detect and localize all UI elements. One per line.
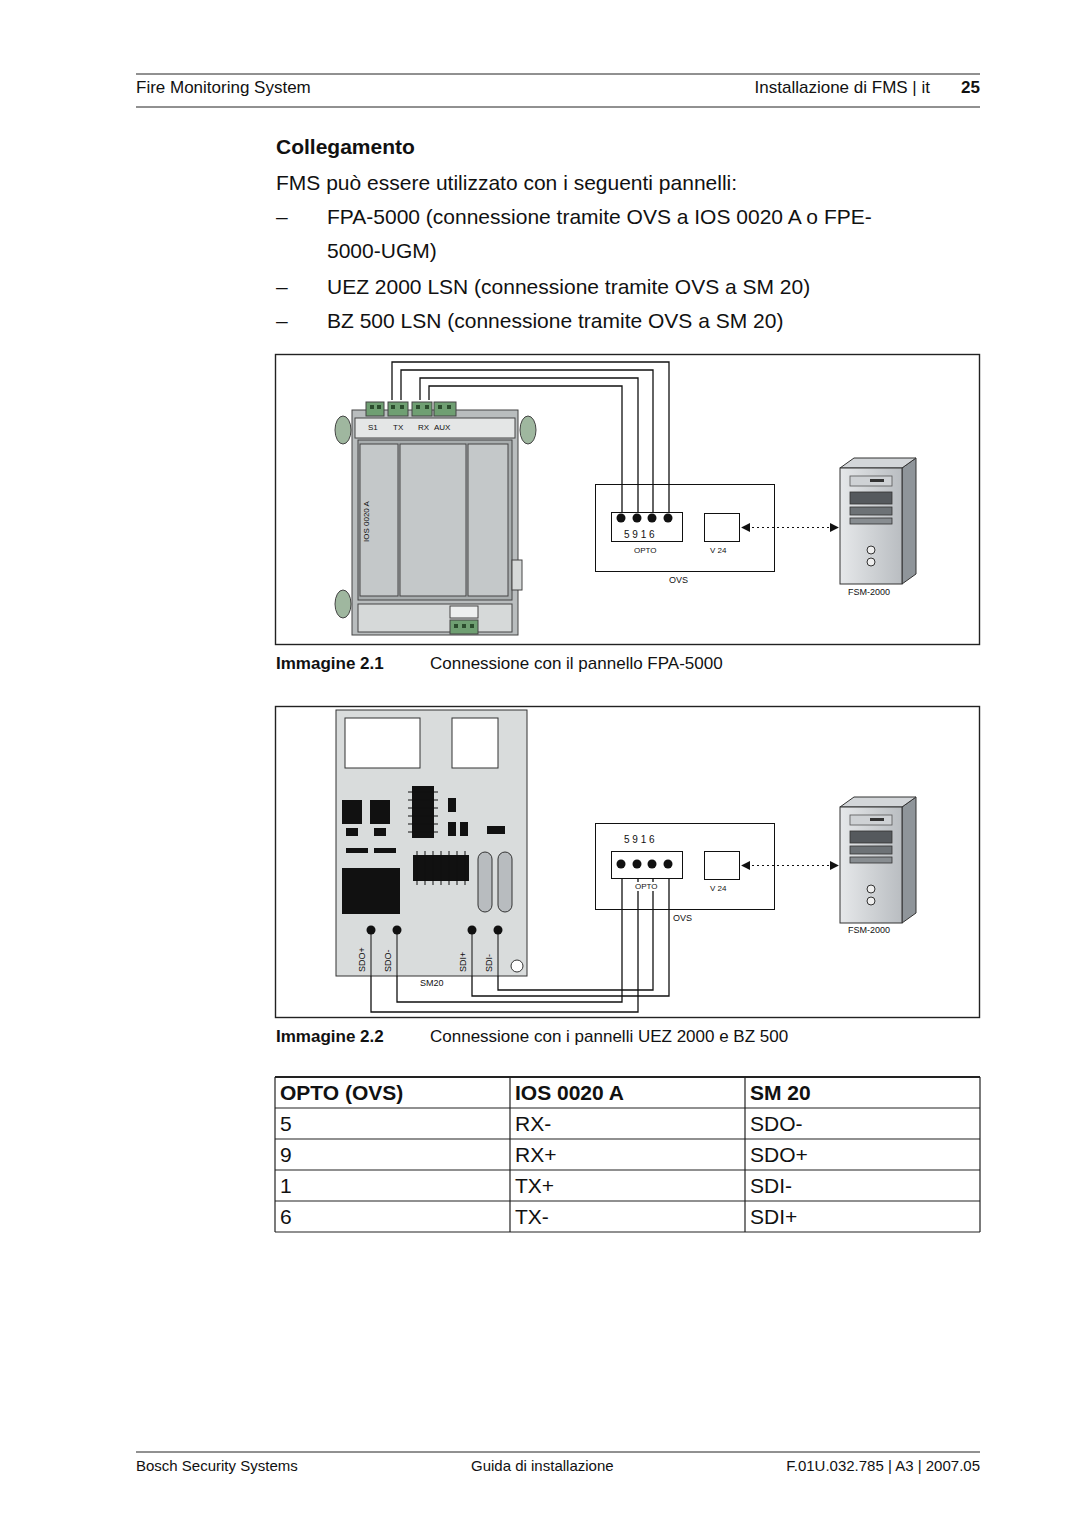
node-text: 5 9 1 6 bbox=[624, 834, 655, 846]
node-text: IOS 0020 A bbox=[362, 501, 371, 542]
table-cell: 9 bbox=[280, 1143, 292, 1167]
node-text: OPTO bbox=[634, 882, 659, 891]
page-text: Immagine 2.1 bbox=[276, 654, 384, 674]
opto-connector: 5 9 1 6OPTO bbox=[611, 851, 683, 879]
signal-wire bbox=[401, 370, 653, 512]
signal-wire bbox=[420, 378, 638, 512]
page-text: – bbox=[276, 200, 288, 234]
page-text: – bbox=[276, 304, 288, 338]
page-text: 25 bbox=[961, 78, 980, 98]
page-text: F.01U.032.785 | A3 | 2007.05 bbox=[786, 1457, 980, 1474]
signal-wire bbox=[371, 879, 638, 1012]
v24-connector: V 24 bbox=[704, 513, 740, 542]
signal-wire bbox=[472, 879, 669, 996]
page-text: Fire Monitoring System bbox=[136, 78, 311, 98]
io-module: S1 TX RX AUX IOS 0020 A bbox=[350, 400, 520, 636]
table-cell: OPTO (OVS) bbox=[280, 1081, 403, 1105]
node-text: AUX bbox=[434, 423, 450, 432]
v24-connector: V 24 bbox=[704, 851, 740, 880]
serial-link-arrow bbox=[742, 865, 838, 866]
page-text: Installazione di FMS | it bbox=[755, 78, 930, 98]
table-cell: 5 bbox=[280, 1112, 292, 1136]
table-cell: SDO+ bbox=[750, 1143, 808, 1167]
node-text: S1 bbox=[368, 423, 378, 432]
node-text: SDO+ bbox=[357, 947, 367, 972]
node-text: RX bbox=[418, 423, 429, 432]
table-cell: 1 bbox=[280, 1174, 292, 1198]
signal-wire bbox=[397, 879, 622, 1002]
page-text: Bosch Security Systems bbox=[136, 1457, 298, 1474]
node-text: SM20 bbox=[420, 978, 444, 988]
page-text: Connessione con il pannello FPA-5000 bbox=[430, 654, 723, 674]
node-text: FSM-2000 bbox=[848, 587, 890, 597]
page-text: Connessione con i pannelli UEZ 2000 e BZ… bbox=[430, 1027, 788, 1047]
page-text: – bbox=[276, 270, 288, 304]
table-cell: 6 bbox=[280, 1205, 292, 1229]
node-text: V 24 bbox=[710, 884, 726, 893]
table-cell: RX+ bbox=[515, 1143, 556, 1167]
circuit-board: SDO+SDO-SDI+SDI-SM20 bbox=[336, 710, 527, 976]
page-text: FPA-5000 (connessione tramite OVS a IOS … bbox=[327, 200, 897, 268]
node-text: SDI+ bbox=[458, 952, 468, 972]
converter-box: 5 9 1 6OPTOV 24OVS bbox=[595, 484, 775, 572]
signal-wire bbox=[392, 362, 669, 512]
table-cell: TX+ bbox=[515, 1174, 554, 1198]
table-cell: SDI+ bbox=[750, 1205, 797, 1229]
page-text: Immagine 2.2 bbox=[276, 1027, 384, 1047]
node-text: TX bbox=[393, 423, 403, 432]
opto-connector: 5 9 1 6OPTO bbox=[611, 512, 683, 542]
converter-box: 5 9 1 6OPTOV 24OVS bbox=[595, 823, 775, 910]
node-text: SDO- bbox=[383, 950, 393, 973]
node-text: SDI- bbox=[484, 954, 494, 972]
page-text: FMS può essere utilizzato con i seguenti… bbox=[276, 166, 737, 200]
computer-tower: FSM-2000 bbox=[840, 456, 918, 584]
table-cell: IOS 0020 A bbox=[515, 1081, 624, 1105]
computer-tower: FSM-2000 bbox=[840, 795, 918, 922]
table-cell: TX- bbox=[515, 1205, 549, 1229]
signal-wire bbox=[498, 879, 653, 990]
table-cell: RX- bbox=[515, 1112, 551, 1136]
node-text: OPTO bbox=[634, 546, 657, 555]
node-text: OVS bbox=[669, 575, 688, 585]
table-cell: SDI- bbox=[750, 1174, 792, 1198]
section-title: Collegamento bbox=[276, 135, 415, 159]
table-cell: SDO- bbox=[750, 1112, 803, 1136]
page-text: UEZ 2000 LSN (connessione tramite OVS a … bbox=[327, 270, 810, 304]
signal-wire bbox=[429, 386, 622, 512]
node-text: OVS bbox=[673, 913, 692, 923]
node-text: FSM-2000 bbox=[848, 925, 890, 935]
node-text: 5 9 1 6 bbox=[624, 529, 655, 541]
table-cell: SM 20 bbox=[750, 1081, 811, 1105]
serial-link-arrow bbox=[742, 527, 838, 528]
node-text: V 24 bbox=[710, 546, 726, 555]
page-text: BZ 500 LSN (connessione tramite OVS a SM… bbox=[327, 304, 783, 338]
page-text: Guida di installazione bbox=[471, 1457, 614, 1474]
